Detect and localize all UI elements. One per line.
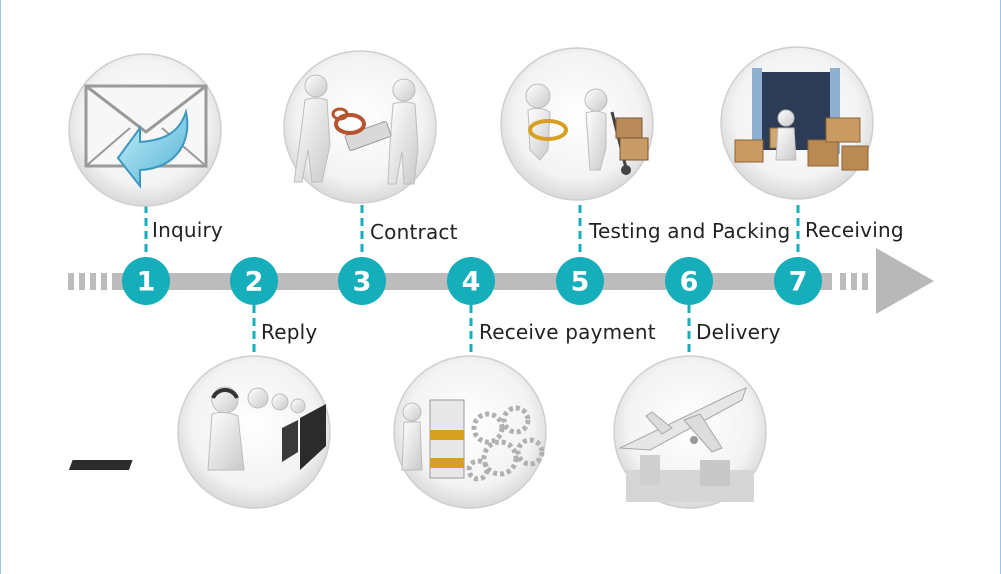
svg-text:4: 4 — [462, 267, 481, 298]
svg-text:3: 3 — [353, 267, 372, 298]
handshake-contract-icon — [283, 50, 437, 204]
step-badge-3: 3 — [338, 257, 386, 305]
connectors — [144, 205, 800, 357]
call-center-icon — [68, 355, 331, 509]
step-badge-4: 4 — [447, 257, 495, 305]
envelope-reply-icon — [68, 53, 222, 207]
airplane-icon — [613, 355, 767, 509]
step-label-7: Receiving — [805, 218, 904, 242]
svg-text:6: 6 — [680, 267, 699, 298]
svg-text:2: 2 — [245, 267, 264, 298]
container-boxes-icon — [720, 46, 874, 200]
step-label-4: Receive payment — [479, 320, 656, 344]
step-badge-6: 6 — [665, 257, 713, 305]
step-badge-1: 1 — [122, 257, 170, 305]
step-label-5: Testing and Packing — [589, 219, 791, 243]
svg-text:5: 5 — [571, 267, 590, 298]
frame-border-left — [0, 0, 1, 574]
svg-text:1: 1 — [137, 267, 156, 298]
step-label-3: Contract — [370, 220, 458, 244]
magnifier-handtruck-icon — [500, 47, 654, 201]
step-label-1: Inquiry — [152, 218, 223, 242]
step-badge-5: 5 — [556, 257, 604, 305]
step-label-6: Delivery — [696, 320, 781, 344]
step-label-2: Reply — [261, 320, 318, 344]
money-gears-icon — [393, 355, 547, 509]
step-badge-2: 2 — [230, 257, 278, 305]
step-badge-7: 7 — [774, 257, 822, 305]
svg-text:7: 7 — [789, 267, 808, 298]
